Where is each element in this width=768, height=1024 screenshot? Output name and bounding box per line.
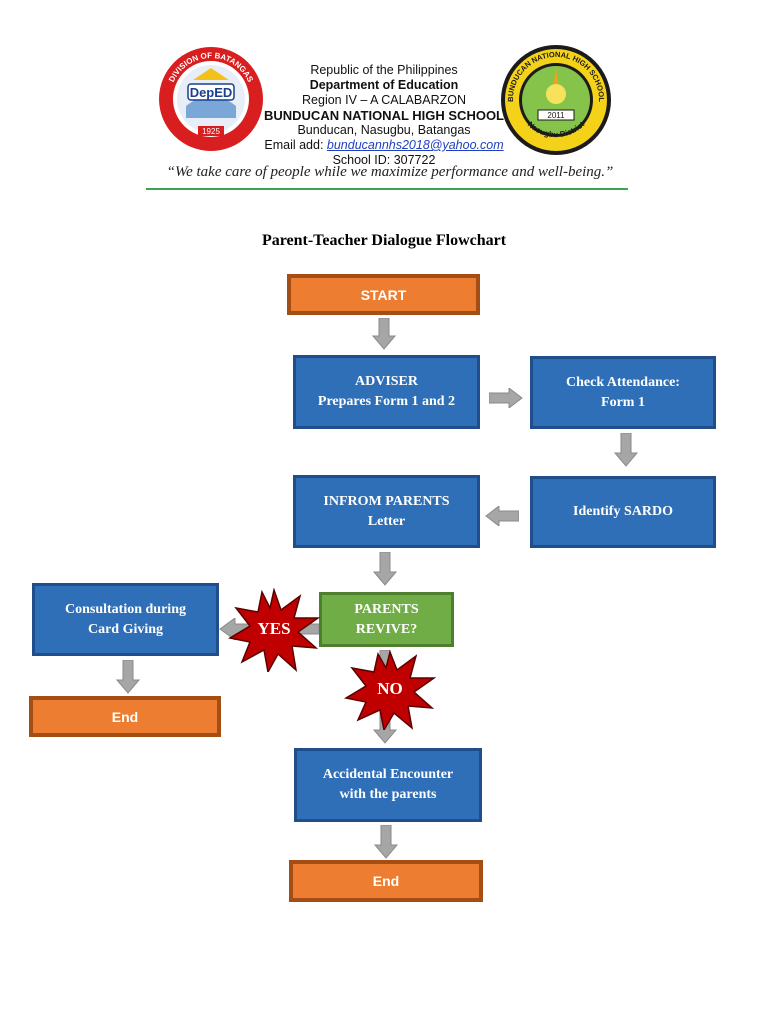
start-label: START <box>360 286 407 303</box>
header-republic: Republic of the Philippines <box>310 63 458 77</box>
arrow-right-adviser-attendance <box>489 388 523 408</box>
end-bottom-box: End <box>289 860 483 902</box>
consultation-box: Consultation during Card Giving <box>32 583 219 656</box>
start-box: START <box>287 274 480 315</box>
yes-starburst <box>228 588 320 672</box>
arrow-down-attendance-sardo <box>614 433 638 467</box>
arrow-down-inform-revive <box>373 552 397 586</box>
header-department: Department of Education <box>309 78 459 92</box>
header-school-id: School ID: 307722 <box>332 153 436 167</box>
identify-sardo-box: Identify SARDO <box>530 476 716 548</box>
parents-revive-label: PARENTS REVIVE? <box>354 601 419 637</box>
bunducan-nhs-seal: 2011 BUNDUCAN NATIONAL HIGH SCHOOL Nasug… <box>501 45 611 155</box>
identify-sardo-label: Identify SARDO <box>573 504 673 519</box>
accidental-encounter-label: Accidental Encounter with the parents <box>322 767 454 802</box>
check-attendance-label: Check Attendance: Form 1 <box>566 374 680 410</box>
end-bottom-label: End <box>372 873 400 889</box>
parents-revive-decision: PARENTS REVIVE? <box>319 592 454 647</box>
check-attendance-box: Check Attendance: Form 1 <box>530 356 716 429</box>
accidental-encounter-box: Accidental Encounter with the parents <box>294 748 482 822</box>
inform-parents-label: INFROM PARENTS Letter <box>323 493 450 529</box>
arrow-down-start-adviser <box>372 318 396 350</box>
header-school-name: BUNDUCAN NATIONAL HIGH SCHOOL <box>263 108 504 123</box>
email-link[interactable]: bunducannhs2018@yahoo.com <box>326 138 504 152</box>
consultation-label: Consultation during Card Giving <box>65 601 186 637</box>
no-starburst <box>344 650 436 730</box>
school-motto: “We take care of people while we maximiz… <box>166 164 614 180</box>
end-left-label: End <box>111 708 139 725</box>
svg-text:1925: 1925 <box>202 127 220 136</box>
email-label: Email add: <box>264 138 327 152</box>
deped-batangas-seal: DepED 1925 DIVISION OF BATANGAS <box>159 47 263 151</box>
header-divider <box>146 188 628 190</box>
page-title: Parent-Teacher Dialogue Flowchart <box>261 232 507 249</box>
adviser-label: ADVISER Prepares Form 1 and 2 <box>317 374 456 409</box>
yes-label: YES <box>257 619 291 638</box>
svg-text:DepED: DepED <box>190 85 233 100</box>
arrow-left-sardo-inform <box>485 506 519 526</box>
header-email-line: Email add: bunducannhs2018@yahoo.com <box>262 138 506 153</box>
adviser-box: ADVISER Prepares Form 1 and 2 <box>293 355 480 429</box>
inform-parents-box: INFROM PARENTS Letter <box>293 475 480 548</box>
header-address: Bunducan, Nasugbu, Batangas <box>297 123 471 137</box>
svg-text:2011: 2011 <box>547 111 565 120</box>
arrow-down-consultation-end <box>116 660 140 694</box>
header-region: Region IV – A CALABARZON <box>302 93 466 107</box>
arrow-down-accidental-end <box>374 825 398 859</box>
end-left-box: End <box>29 696 221 737</box>
no-label: NO <box>377 679 403 698</box>
